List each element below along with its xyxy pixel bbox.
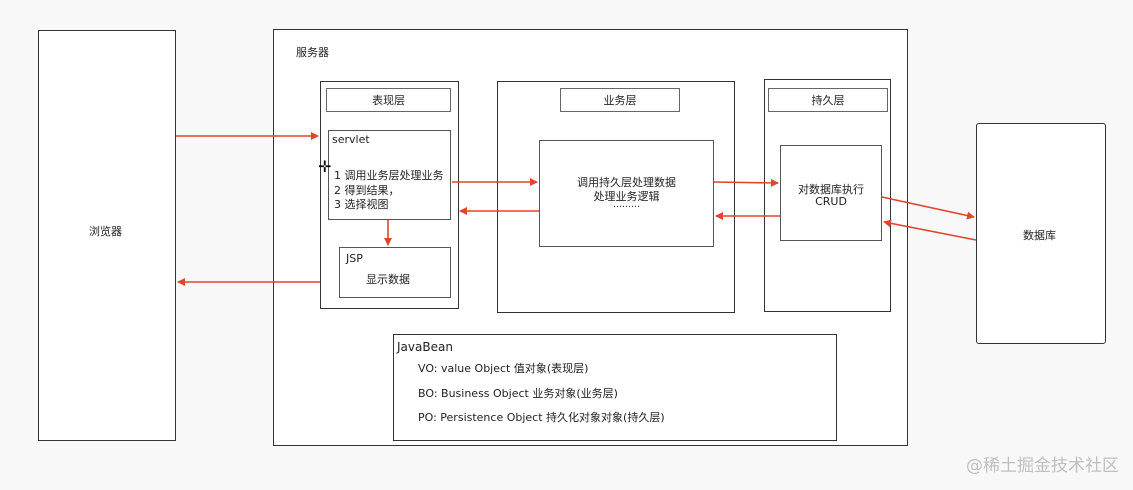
persistence-line-2: CRUD [815, 195, 847, 208]
move-cursor-icon: ✛ [318, 157, 332, 176]
persistence-line-1: 对数据库执行 [798, 183, 864, 196]
server-label: 服务器 [296, 46, 329, 59]
jsp-body: 显示数据 [366, 273, 410, 286]
business-logic-box [539, 140, 714, 247]
browser-label: 浏览器 [89, 225, 122, 238]
database-label: 数据库 [1023, 229, 1056, 242]
servlet-line-3: 3 选择视图 [334, 198, 389, 211]
watermark: @稀土掘金技术社区 [966, 456, 1119, 476]
presentation-layer-header: 表现层 [326, 88, 451, 112]
servlet-box [328, 130, 451, 220]
javabean-box [393, 334, 837, 441]
jsp-title: JSP [346, 252, 363, 265]
javabean-po: PO: Persistence Object 持久化对象对象(持久层) [418, 411, 665, 424]
business-line-3: ……… [613, 200, 640, 210]
servlet-line-1: 1 调用业务层处理业务 [334, 169, 444, 182]
servlet-title: servlet [332, 133, 370, 146]
database-box: 数据库 [976, 123, 1106, 344]
browser-box: 浏览器 [38, 30, 176, 441]
javabean-title: JavaBean [397, 340, 453, 354]
servlet-line-2: 2 得到结果， [334, 184, 400, 197]
crud-box [780, 145, 882, 241]
business-line-2: 处理业务逻辑 [593, 190, 660, 203]
javabean-bo: BO: Business Object 业务对象(业务层) [418, 387, 618, 400]
business-line-1: 调用持久层处理数据 [577, 176, 676, 189]
business-layer-header: 业务层 [560, 88, 680, 112]
jsp-box [339, 247, 451, 298]
javabean-vo: VO: value Object 值对象(表现层) [418, 362, 589, 375]
persistence-layer-header: 持久层 [768, 88, 888, 112]
